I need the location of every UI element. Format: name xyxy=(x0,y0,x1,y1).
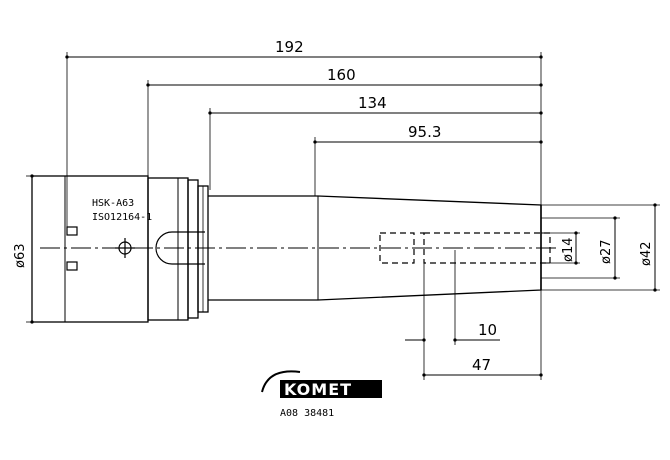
dim-dia-14: ø14 xyxy=(561,238,576,263)
dim-160: 160 xyxy=(327,66,356,84)
logo-brand-text: KOMET xyxy=(284,380,352,399)
dim-dia-63: ø63 xyxy=(13,244,28,269)
dim-95-3: 95.3 xyxy=(408,123,441,141)
dim-134: 134 xyxy=(358,94,387,112)
flange-collar xyxy=(147,177,189,321)
dim-dia-42: ø42 xyxy=(639,242,654,267)
dim-10: 10 xyxy=(478,321,497,339)
dim-47: 47 xyxy=(472,356,491,374)
interface-label-iso: ISO12164-1 xyxy=(92,212,152,223)
komet-logo: KOMET A08 38481 xyxy=(261,370,382,419)
dim-192: 192 xyxy=(275,38,304,56)
vertical-dimensions xyxy=(26,174,660,324)
coolant-tube xyxy=(155,231,205,265)
dim-dia-27: ø27 xyxy=(599,240,614,265)
article-number: A08 38481 xyxy=(280,408,334,419)
horizontal-dimensions xyxy=(65,52,543,380)
interface-label-hsk: HSK-A63 xyxy=(92,198,134,209)
logo-swoosh-icon xyxy=(261,370,301,393)
